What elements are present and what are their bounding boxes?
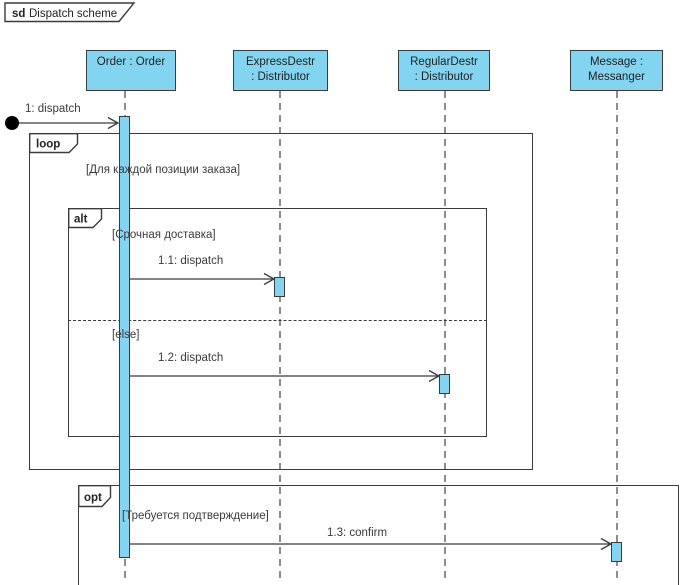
lifeline-header-express: ExpressDestr : Distributor: [233, 50, 328, 91]
lifeline-header-order: Order : Order: [86, 50, 176, 91]
activation-order: [119, 116, 130, 558]
lifeline-header-message: Message : Messanger: [570, 50, 663, 91]
loop-operator: loop: [36, 139, 60, 151]
start-node-icon: [5, 116, 19, 130]
activation-express: [274, 277, 285, 297]
alt-guard-else: [else]: [112, 329, 140, 341]
message-1-2-arrowhead-icon: [428, 369, 441, 383]
message-1-label: 1: dispatch: [25, 103, 81, 115]
alt-label-shape: [68, 208, 103, 229]
lifeline-label-line2: : Distributor: [251, 71, 310, 83]
opt-operator: opt: [84, 492, 102, 504]
fragment-opt-label: opt: [78, 485, 112, 508]
message-1-arrowhead-icon: [107, 116, 120, 130]
activation-message: [611, 542, 622, 562]
lifeline-label-line2: Messanger: [588, 71, 645, 83]
lifeline-header-regular: RegularDestr : Distributor: [398, 50, 490, 91]
alt-operator: alt: [74, 214, 88, 226]
opt-guard: [Требуется подтверждение]: [122, 510, 269, 522]
lifeline-label: ExpressDestr: [245, 56, 316, 68]
fragment-loop-label: loop: [29, 133, 79, 154]
message-1-3-label: 1.3: confirm: [327, 527, 388, 539]
message-1-1-label: 1.1: dispatch: [158, 255, 224, 267]
alt-separator: [68, 320, 487, 321]
lifeline-label-line2: : Distributor: [414, 71, 474, 83]
message-1-1-arrowhead-icon: [263, 272, 276, 286]
fragment-alt: [68, 208, 487, 437]
frame-title-shape: [4, 2, 136, 23]
fragment-loop: [29, 133, 533, 470]
loop-label-shape: [29, 133, 79, 154]
frame-keyword: sd: [12, 8, 25, 20]
lifeline-label: Order : Order: [96, 56, 166, 68]
activation-regular: [439, 374, 450, 394]
loop-guard: [Для каждой позиции заказа]: [86, 164, 241, 176]
lifeline-label: RegularDestr: [410, 56, 478, 68]
message-1-3-arrowhead-icon: [600, 537, 613, 551]
message-1-2-label: 1.2: dispatch: [158, 352, 224, 364]
fragment-opt: [78, 485, 679, 585]
fragment-alt-label: alt: [68, 208, 103, 229]
frame-title-tab: sd Dispatch scheme: [4, 2, 136, 23]
lifeline-label: Message :: [589, 56, 644, 68]
alt-guard-if: [Срочная доставка]: [112, 229, 216, 241]
frame-title-text: Dispatch scheme: [29, 8, 117, 20]
opt-label-shape: [78, 485, 112, 508]
